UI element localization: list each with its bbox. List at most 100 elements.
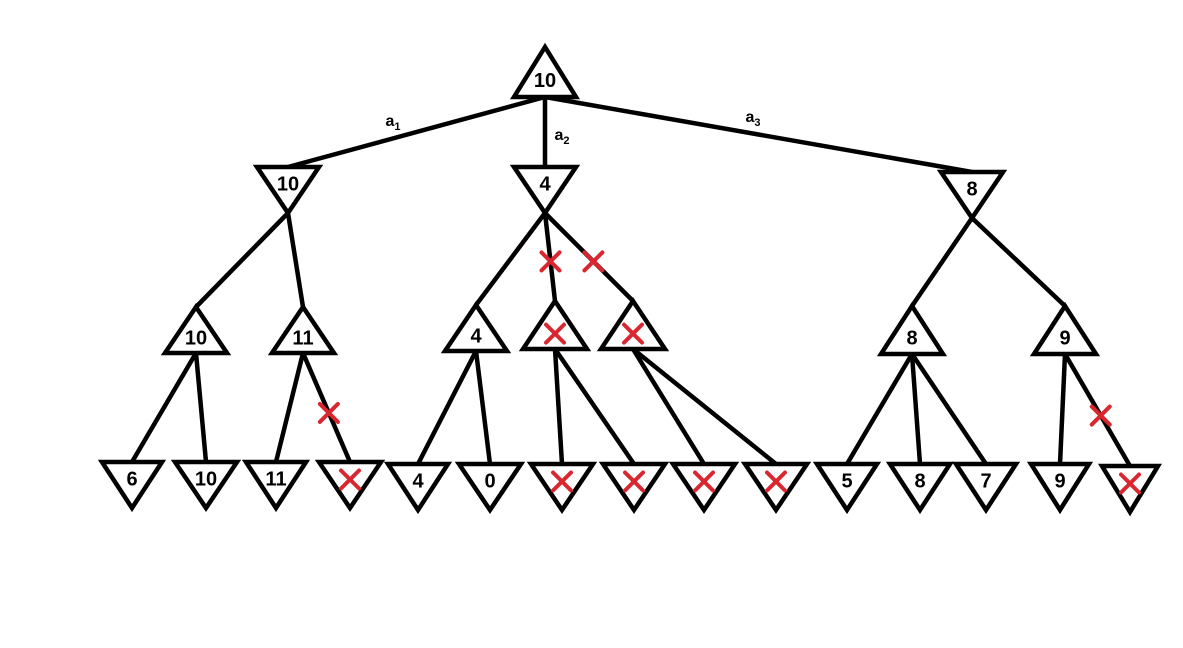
triangle-shape [252,164,324,218]
prune-mark-edge-l4 [317,401,340,424]
min-node-n3: 8 [936,169,1008,223]
node-value: 9 [1054,470,1065,492]
edge-n2-n21 [473,210,548,308]
triangle-shape [97,459,167,513]
edge-n31-l13 [909,351,989,467]
edge-n22-l7 [552,346,565,467]
edge-n2-n22 [542,210,558,304]
node-value: 10 [534,70,556,92]
triangle-shape [951,461,1021,515]
prune-mark-edge-n22 [539,250,562,273]
max-node-n11: 10 [160,302,232,356]
min-node-l9 [668,461,740,515]
triangle-shape [440,300,512,354]
min-node-l1: 6 [97,459,167,513]
triangle-shape [160,302,232,356]
triangle-shape [267,302,339,356]
min-node-l13: 7 [951,461,1021,515]
edge-label-a1: a1 [385,113,400,133]
tree-nodes: 10 10 4 8 10 11 4 8 9 6 10 11 4 0 5 8 7 9 [97,42,1163,517]
edge-labels: a1 a2 a3 [385,109,760,147]
triangle-shape [314,459,386,513]
min-node-n2: 4 [509,164,581,218]
edge-n11-l1 [129,350,199,465]
triangle-shape [509,42,581,100]
edge-label-a3: a3 [745,109,760,129]
edge-n3-n31 [909,215,975,309]
triangle-shape [518,296,592,352]
prune-marks [317,250,1141,495]
node-value: 10 [277,173,299,195]
triangle-shape [740,461,812,515]
min-node-l2: 10 [170,459,242,513]
min-node-n1: 10 [252,164,324,218]
node-value: 11 [265,468,286,490]
node-value: 6 [126,468,137,490]
min-node-l15 [1097,463,1163,517]
node-value: 11 [292,327,313,349]
node-value: 4 [539,173,551,195]
edge-n1-n12 [285,210,306,310]
edge-n21-l6 [473,348,493,467]
min-node-l4 [314,459,386,513]
triangle-shape [936,169,1008,223]
prune-mark-node-l4 [339,468,361,491]
triangle-shape [885,461,955,515]
triangle-shape [668,461,740,515]
max-node-n22 [518,296,592,352]
triangle-shape [1097,463,1163,517]
node-value: 7 [980,470,991,492]
max-node-n21: 4 [440,300,512,354]
prune-mark-node-l7 [551,470,573,493]
prune-mark-edge-l15 [1089,404,1112,427]
edge-label-a2: a2 [554,127,569,147]
node-value: 10 [185,327,207,349]
node-value: 4 [412,470,424,492]
node-value: 4 [470,325,482,347]
edge-n23-l10 [630,346,779,467]
max-node-root: 10 [509,42,581,100]
min-node-l8 [598,461,670,515]
prune-mark-edge-n23 [582,250,605,273]
min-node-l3: 11 [241,459,311,513]
edge-n21-l5 [415,348,479,467]
min-node-l14: 9 [1026,461,1094,515]
edge-n22-l8 [552,346,637,467]
min-node-l7 [526,461,598,515]
triangle-shape [1029,301,1101,357]
triangle-shape [509,164,581,218]
edge-n11-l2 [193,350,209,465]
edge-n1-n11 [193,210,291,310]
node-value: 8 [906,328,917,350]
prune-mark-node-l15 [1119,472,1141,495]
max-node-n23 [596,296,670,352]
prune-mark-node-n22 [544,322,566,345]
prune-mark-node-n23 [622,322,644,345]
triangle-shape [526,461,598,515]
edge-n32-l14 [1057,351,1068,467]
edge-n31-l11 [844,351,915,467]
prune-mark-node-l9 [693,470,715,493]
min-node-l6: 0 [454,461,526,515]
triangle-shape [598,461,670,515]
min-node-l11: 5 [812,461,882,515]
triangle-shape [596,296,670,352]
edge-root-n1 [285,94,548,170]
edge-n3-n32 [969,215,1068,309]
triangle-shape [383,461,453,515]
min-node-l12: 8 [885,461,955,515]
max-node-n12: 11 [267,302,339,356]
node-value: 8 [966,178,977,200]
min-node-l5: 4 [383,461,453,515]
node-value: 5 [841,470,852,492]
triangle-shape [1026,461,1094,515]
node-value: 0 [484,470,495,492]
node-value: 9 [1059,328,1070,350]
triangle-shape [876,301,948,357]
triangle-shape [170,459,242,513]
node-value: 8 [914,470,925,492]
max-node-n32: 9 [1029,301,1101,357]
edge-n23-l9 [630,346,707,467]
prune-mark-node-l10 [765,470,787,493]
